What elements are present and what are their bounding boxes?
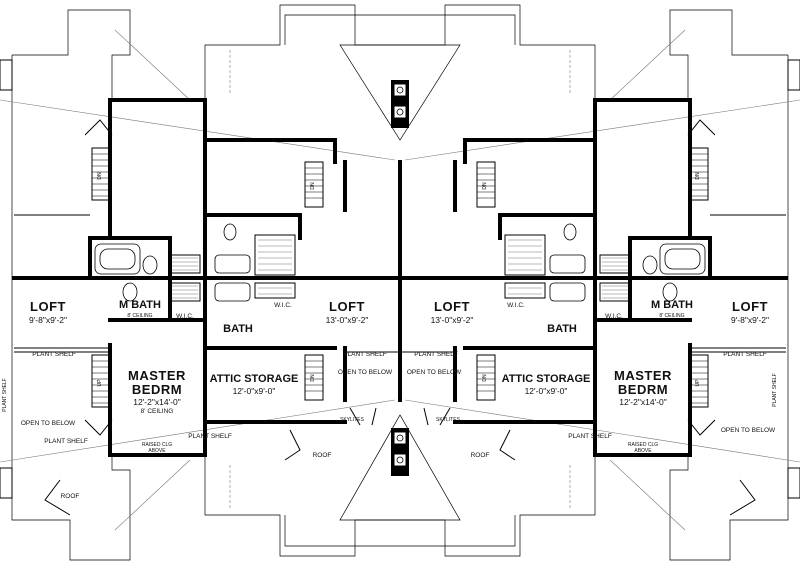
open-below-left-outer: OPEN TO BELOW — [21, 420, 76, 427]
room-wic-left-a: W.I.C. — [176, 313, 194, 320]
room-master-right-1: MASTER — [614, 368, 672, 383]
plant-shelf-center-left: PLANT SHELF — [343, 351, 387, 358]
stair-dn-left-inner-bottom: DN — [310, 374, 316, 382]
stair-dn-right-top: DN — [695, 172, 701, 180]
room-loft-outer-left-dim: 9'-8"x9'-2" — [29, 315, 67, 325]
roof-label-right-1: ROOF — [471, 452, 490, 459]
room-attic-left-dim: 12'-0"x9'-0" — [233, 386, 276, 396]
room-loft-outer-right-dim: 9'-8"x9'-2" — [731, 315, 769, 325]
room-master-right-2: BEDRM — [618, 382, 668, 397]
stair-up-right-bottom: UP — [695, 379, 701, 387]
roof-label-left-2: ROOF — [61, 493, 80, 500]
room-loft-inner-left-dim: 13'-0"x9'-2" — [326, 315, 369, 325]
stair-dn-left-top: DN — [97, 172, 103, 180]
left-unit-labels: LOFT 9'-8"x9'-2" M BATH 8' CEILING W.I.C… — [2, 172, 393, 500]
plant-shelf-left-vert: PLANT SHELF — [2, 378, 8, 412]
room-loft-inner-right: LOFT — [434, 299, 470, 314]
skylights — [349, 407, 451, 426]
room-attic-left: ATTIC STORAGE — [210, 373, 299, 385]
open-below-right-outer: OPEN TO BELOW — [721, 427, 776, 434]
room-mbath-right-note: 8' CEILING — [659, 313, 684, 319]
skylites-left: SKYLITES — [340, 417, 365, 423]
stair-dn-left-inner-top: DN — [310, 182, 316, 190]
room-mbath-left: M BATH — [119, 299, 161, 311]
open-below-right-inner: OPEN TO BELOW — [407, 369, 462, 376]
stair-up-left-bottom: UP — [97, 379, 103, 387]
roof-marks — [44, 429, 756, 516]
room-bath-right: BATH — [547, 323, 577, 335]
room-mbath-left-note: 8' CEILING — [127, 313, 152, 319]
room-master-left-2: BEDRM — [132, 382, 182, 397]
stairs — [84, 119, 716, 436]
raised-clg-right-1: RAISED CLG — [628, 442, 658, 448]
roof-label-left-1: ROOF — [313, 452, 332, 459]
room-bath-left: BATH — [223, 323, 253, 335]
room-attic-right: ATTIC STORAGE — [502, 373, 591, 385]
closet-shelving — [169, 234, 631, 302]
plant-shelf-left-3: PLANT SHELF — [188, 433, 232, 440]
plant-shelf-left-1: PLANT SHELF — [32, 351, 76, 358]
room-wic-right-a: W.I.C. — [605, 313, 623, 320]
bath-fixtures — [94, 223, 706, 302]
room-mbath-right: M BATH — [651, 299, 693, 311]
plant-shelf-right-3: PLANT SHELF — [568, 433, 612, 440]
plant-shelf-left-2: PLANT SHELF — [44, 438, 88, 445]
stair-dn-right-inner-bottom: DN — [482, 374, 488, 382]
room-master-right-dim: 12'-2"x14'-0" — [619, 397, 667, 407]
plant-shelf-right-1: PLANT SHELF — [723, 351, 767, 358]
room-wic-right-b: W.I.C. — [507, 302, 525, 309]
room-attic-right-dim: 12'-0"x9'-0" — [525, 386, 568, 396]
roof-outline — [0, 4, 800, 561]
room-loft-outer-right: LOFT — [732, 299, 768, 314]
room-loft-inner-left: LOFT — [329, 299, 365, 314]
right-unit-labels: LOFT 9'-8"x9'-2" M BATH 8' CEILING W.I.C… — [407, 172, 778, 459]
room-loft-inner-right-dim: 13'-0"x9'-2" — [431, 315, 474, 325]
raised-clg-left-1: RAISED CLG — [142, 442, 172, 448]
room-wic-left-b: W.I.C. — [274, 302, 292, 309]
stair-dn-right-inner-top: DN — [482, 182, 488, 190]
chimney-bottom — [391, 428, 409, 476]
skylites-right: SKYLITES — [436, 417, 461, 423]
plant-shelf-right-vert: PLANT SHELF — [772, 373, 778, 407]
room-loft-outer-left: LOFT — [30, 299, 66, 314]
room-master-left-1: MASTER — [128, 368, 186, 383]
walls — [12, 98, 788, 457]
room-master-left-note: 8' CEILING — [141, 408, 174, 415]
chimney-top — [391, 80, 409, 128]
open-below-left-inner: OPEN TO BELOW — [338, 369, 393, 376]
raised-clg-right-2: ABOVE — [634, 448, 652, 454]
raised-clg-left-2: ABOVE — [148, 448, 166, 454]
room-master-left-dim: 12'-2"x14'-0" — [133, 397, 181, 407]
plant-shelf-center-right: PLANT SHELF — [414, 351, 458, 358]
